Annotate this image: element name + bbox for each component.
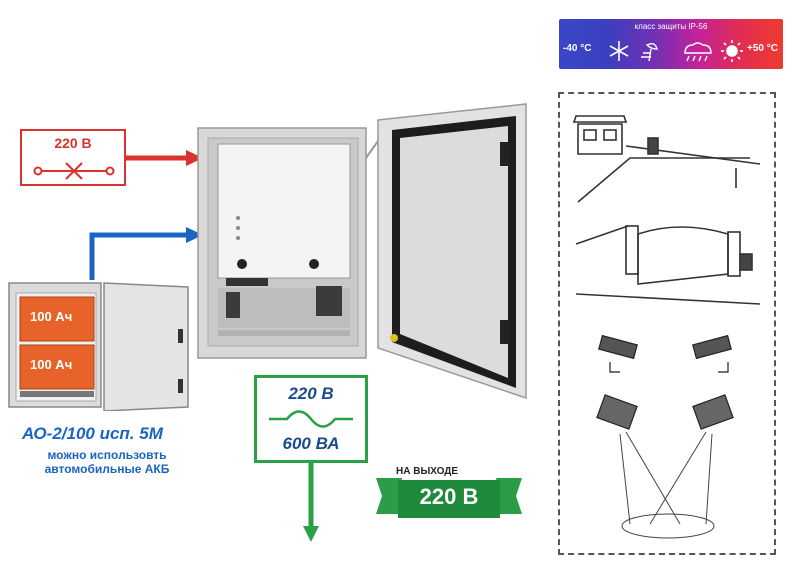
- protection-title: класс защиты IP-56: [634, 22, 708, 31]
- switch-symbol-icon: [33, 162, 115, 180]
- main-cabinet: [197, 103, 527, 400]
- battery-cabinet-drawing: [8, 282, 189, 412]
- protection-banner: класс защиты IP-56 -40 °С +50 °С: [559, 19, 783, 69]
- temp-min-label: -40 °С: [563, 43, 592, 54]
- applications-drawings: [572, 115, 761, 539]
- output-caption: НА ВЫХОДЕ: [396, 466, 459, 477]
- battery-cabinet: 100 Ач 100 Ач: [8, 279, 190, 412]
- temp-max-label: +50 °С: [747, 43, 778, 54]
- input-voltage-label: 220 В: [54, 135, 92, 151]
- battery-note: можно использовть автомобильные АКБ: [22, 448, 192, 476]
- battery-bottom-label: 100 Ач: [30, 357, 73, 372]
- output-voltage: 220 В: [288, 384, 334, 403]
- sine-wave-icon: [269, 410, 353, 428]
- output-badge: [376, 478, 522, 518]
- light-beams: [619, 431, 715, 539]
- green-arrow: [303, 463, 319, 542]
- snowflake-icon: [609, 41, 629, 61]
- floodlight-icon: [596, 394, 734, 430]
- output-power: 600 ВА: [282, 434, 340, 453]
- battery-model: АО-2/100 исп. 5М: [22, 424, 163, 443]
- battery-top-label: 100 Ач: [30, 309, 73, 324]
- gate-icon: [575, 225, 761, 305]
- output-box: 220 В 600 ВА: [254, 375, 368, 463]
- battery-note-line2: автомобильные АКБ: [44, 462, 170, 476]
- wind-icon: [641, 42, 658, 62]
- output-badge-value: 220 В: [419, 484, 479, 509]
- weather-icons: [609, 40, 743, 62]
- barrier-gate-icon: [572, 115, 761, 203]
- input-voltage-box: 220 В: [20, 129, 126, 186]
- red-arrow: [126, 150, 203, 166]
- blue-arrow: [89, 227, 203, 280]
- rain-cloud-icon: [684, 42, 712, 62]
- battery-note-line1: можно использовть: [47, 448, 167, 462]
- sun-icon: [721, 40, 743, 62]
- cctv-camera-icon: [598, 334, 732, 373]
- applications-panel: [558, 92, 776, 555]
